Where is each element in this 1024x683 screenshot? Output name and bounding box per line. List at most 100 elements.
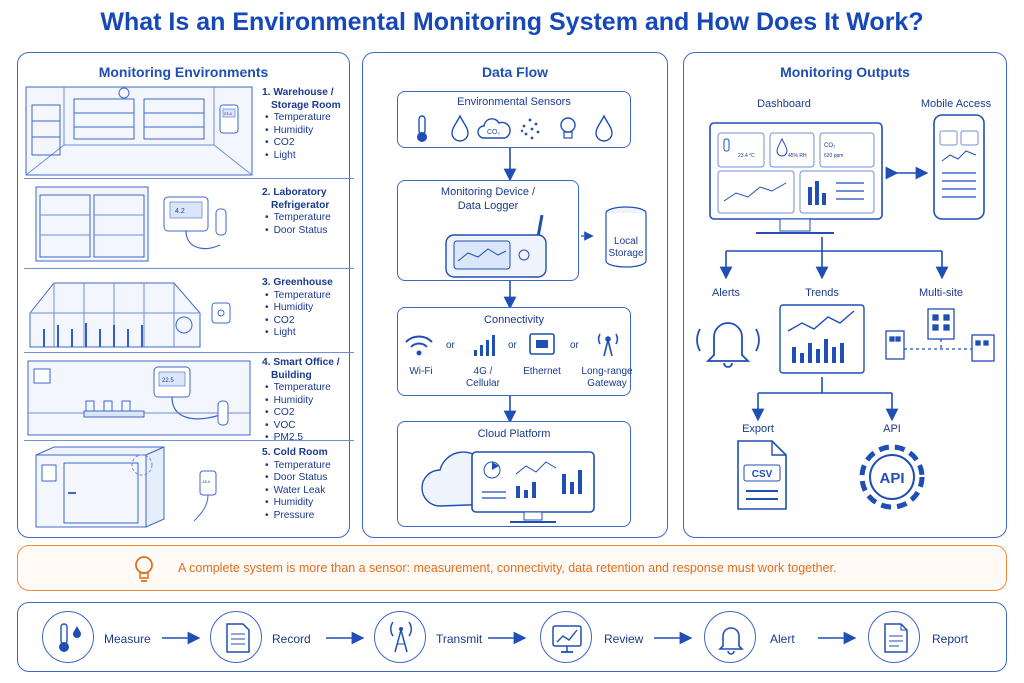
api-label: API bbox=[883, 423, 901, 435]
alert-bell-icon bbox=[696, 322, 760, 368]
or-label: or bbox=[446, 340, 456, 351]
env-metric: CO2 bbox=[265, 137, 362, 150]
sensors-title: Environmental Sensors bbox=[457, 96, 571, 108]
cloud-platform-box: Cloud Platform bbox=[397, 421, 631, 527]
env-metric: Temperature bbox=[265, 460, 362, 473]
step-review-circle bbox=[540, 611, 592, 663]
env-metric: Temperature bbox=[265, 290, 362, 303]
env-name: 4. Smart Office / bbox=[262, 357, 340, 368]
wifi-icon bbox=[405, 335, 433, 356]
alerts-label: Alerts bbox=[711, 287, 741, 299]
env-metric: Light bbox=[265, 327, 362, 340]
mobile-access-label: Mobile Access bbox=[920, 98, 992, 110]
env-name: 5. Cold Room bbox=[262, 447, 328, 458]
cold-room-illustration: -18.0 bbox=[35, 446, 217, 528]
greenhouse-illustration bbox=[29, 282, 231, 348]
env-metric: CO2 bbox=[265, 315, 362, 328]
env-name: 2. Laboratory bbox=[262, 187, 327, 198]
report-document-icon bbox=[884, 623, 908, 653]
env-metric: Humidity bbox=[265, 302, 362, 315]
env-row-greenhouse: 3. Greenhouse Temperature Humidity CO2 L… bbox=[24, 271, 354, 353]
env-metric: VOC bbox=[265, 420, 362, 433]
env-text-greenhouse: 3. Greenhouse Temperature Humidity CO2 L… bbox=[262, 277, 362, 340]
page-title: What Is an Environmental Monitoring Syst… bbox=[100, 8, 924, 36]
dashboard-label: Dashboard bbox=[757, 98, 811, 110]
step-record-label: Record bbox=[272, 632, 311, 646]
env-row-laboratory: 4.2 2. Laboratory Refrigerator Temperatu… bbox=[24, 181, 354, 269]
summary-banner: A complete system is more than a sensor:… bbox=[17, 545, 1007, 591]
env-name-line2: Storage Room bbox=[271, 99, 341, 111]
env-text-warehouse: 1. Warehouse / Storage Room Temperature … bbox=[262, 87, 362, 162]
step-report-circle bbox=[868, 611, 920, 663]
cloud-dashboard-icon bbox=[421, 451, 595, 523]
dashboard-monitor-icon bbox=[709, 122, 883, 234]
sensor-icons-row: CO₂ bbox=[417, 114, 613, 142]
trends-chart-icon bbox=[779, 304, 865, 374]
data-flow-heading: Data Flow bbox=[481, 64, 549, 80]
antenna-tower-icon bbox=[597, 333, 619, 357]
env-metric: Temperature bbox=[265, 112, 362, 125]
dashboard-co2-value: 620 ppm bbox=[824, 153, 843, 159]
dashboard-co2-label: CO₂ bbox=[824, 143, 836, 149]
environments-panel: Monitoring Environments 23.4 1. Warehous… bbox=[17, 52, 354, 538]
connectivity-icons-row: or or or bbox=[405, 333, 619, 357]
or-label: or bbox=[508, 340, 518, 351]
data-flow-panel: Data Flow Environmental Sensors CO₂ bbox=[362, 52, 668, 538]
step-record-circle bbox=[210, 611, 262, 663]
warehouse-sensor-readout: 23.4 bbox=[224, 111, 233, 116]
lightbulb-icon bbox=[135, 556, 153, 582]
office-sensor-readout: 22.5 bbox=[162, 378, 174, 384]
env-name-line2: Building bbox=[271, 369, 312, 381]
multi-site-buildings-icon bbox=[885, 308, 995, 362]
step-transmit-label: Transmit bbox=[436, 632, 483, 646]
env-text-cold-room: 5. Cold Room Temperature Door Status Wat… bbox=[262, 447, 362, 522]
option-label-cellular-line2: Cellular bbox=[466, 378, 500, 389]
dashboard-temperature: 23.4 °C bbox=[738, 153, 755, 159]
device-title-line2: Data Logger bbox=[457, 200, 519, 212]
env-metric: CO2 bbox=[265, 407, 362, 420]
sensors-box: Environmental Sensors CO₂ bbox=[397, 91, 631, 148]
database-icon bbox=[605, 206, 647, 268]
option-label-cellular: 4G / bbox=[473, 366, 493, 377]
option-label-gateway: Long-range bbox=[581, 366, 633, 377]
option-label-wifi: Wi-Fi bbox=[409, 366, 433, 377]
lab-sensor-readout: 4.2 bbox=[175, 208, 185, 215]
process-flow: Measure Record Transmit Review bbox=[17, 602, 1007, 672]
csv-label: CSV bbox=[752, 469, 773, 480]
outputs-heading: Monitoring Outputs bbox=[780, 64, 910, 80]
env-text-office: 4. Smart Office / Building Temperature H… bbox=[262, 357, 362, 445]
step-measure-circle bbox=[42, 611, 94, 663]
connectivity-title: Connectivity bbox=[484, 314, 544, 326]
dashboard-humidity: 45% RH bbox=[788, 153, 807, 159]
cloud-platform-title: Cloud Platform bbox=[477, 428, 551, 440]
local-storage-label: Local bbox=[614, 236, 638, 247]
step-measure-label: Measure bbox=[104, 632, 151, 646]
multi-site-label: Multi-site bbox=[918, 287, 963, 299]
export-label: Export bbox=[742, 423, 774, 435]
step-alert-circle bbox=[704, 611, 756, 663]
env-metric: Water Leak bbox=[265, 485, 362, 498]
env-metric: Temperature bbox=[265, 212, 362, 225]
droplet-icon bbox=[451, 114, 469, 142]
env-metric: Humidity bbox=[265, 125, 362, 138]
outputs-panel: Monitoring Outputs Dashboard Mobile Acce… bbox=[683, 52, 1007, 538]
env-row-cold-room: -18.0 5. Cold Room Temperature Door Stat… bbox=[24, 443, 354, 531]
env-text-laboratory: 2. Laboratory Refrigerator Temperature D… bbox=[262, 187, 362, 237]
monitor-chart-icon bbox=[552, 625, 582, 653]
step-report-label: Report bbox=[932, 632, 969, 646]
lightbulb-icon bbox=[560, 117, 576, 139]
leak-droplet-icon bbox=[595, 114, 613, 142]
broadcast-tower-icon bbox=[390, 621, 412, 653]
data-logger-icon bbox=[445, 215, 547, 278]
signal-bars-icon bbox=[474, 335, 495, 356]
environments-heading: Monitoring Environments bbox=[98, 64, 269, 80]
summary-banner-text: A complete system is more than a sensor:… bbox=[178, 561, 837, 575]
env-name: 3. Greenhouse bbox=[262, 277, 333, 288]
env-metric: Pressure bbox=[265, 510, 362, 523]
env-name: 1. Warehouse / bbox=[262, 87, 334, 98]
env-metric: Temperature bbox=[265, 382, 362, 395]
trends-label: Trends bbox=[805, 287, 839, 299]
document-icon bbox=[226, 623, 250, 653]
step-alert-label: Alert bbox=[770, 632, 795, 646]
cloud-icon bbox=[477, 118, 511, 139]
